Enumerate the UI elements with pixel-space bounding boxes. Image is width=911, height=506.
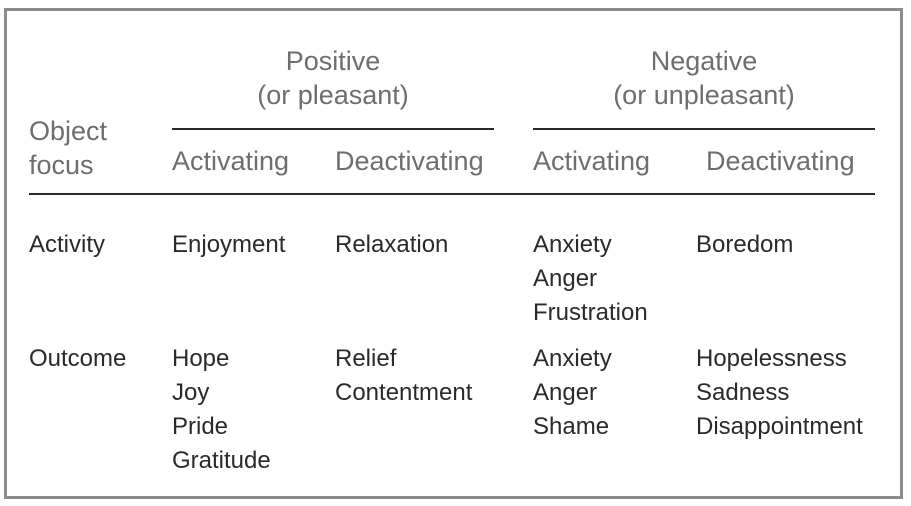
column-header-negative-deactivating: Deactivating — [706, 146, 855, 176]
emotion-item: Contentment — [335, 379, 473, 406]
emotion-item: Anxiety — [533, 231, 612, 258]
group-rule-positive — [172, 128, 494, 130]
object-focus-header-line2: focus — [29, 150, 94, 180]
object-focus-header: Object focus — [29, 114, 107, 182]
emotion-item: Joy — [172, 379, 210, 406]
group-header-negative: Negative (or unpleasant) — [533, 44, 875, 112]
cell-outcome-positive-activating: Hope Joy Pride Gratitude — [172, 342, 271, 478]
cell-activity-negative-deactivating: Boredom — [696, 228, 793, 262]
emotion-item: Boredom — [696, 231, 794, 258]
emotion-item: Gratitude — [172, 447, 271, 474]
group-header-negative-line1: Negative — [650, 46, 758, 76]
emotion-item: Anger — [533, 379, 598, 406]
emotion-item: Frustration — [533, 299, 648, 326]
group-rule-negative — [533, 128, 875, 130]
table-frame — [4, 8, 903, 499]
emotion-item: Enjoyment — [172, 231, 286, 258]
cell-outcome-negative-activating: Anxiety Anger Shame — [533, 342, 612, 444]
cell-outcome-negative-deactivating: Hopelessness Sadness Disappointment — [696, 342, 863, 444]
emotion-item: Anxiety — [533, 345, 612, 372]
emotion-item: Disappointment — [696, 413, 863, 440]
emotion-item: Pride — [172, 413, 229, 440]
emotion-item: Relief — [335, 345, 397, 372]
header-rule — [29, 193, 875, 195]
column-header-positive-deactivating: Deactivating — [335, 146, 484, 176]
cell-activity-negative-activating: Anxiety Anger Frustration — [533, 228, 648, 330]
emotion-item: Sadness — [696, 379, 790, 406]
group-header-positive-line2: (or pleasant) — [257, 80, 409, 110]
cell-outcome-positive-deactivating: Relief Contentment — [335, 342, 472, 410]
cell-activity-positive-activating: Enjoyment — [172, 228, 285, 262]
cell-activity-positive-deactivating: Relaxation — [335, 228, 448, 262]
emotion-item: Hopelessness — [696, 345, 847, 372]
emotion-item: Anger — [533, 265, 598, 292]
emotion-item: Hope — [172, 345, 230, 372]
object-focus-header-line1: Object — [29, 116, 108, 146]
row-focus-outcome: Outcome — [29, 345, 127, 372]
column-header-negative-activating: Activating — [533, 146, 651, 176]
row-focus-activity: Activity — [29, 231, 106, 258]
column-header-positive-activating: Activating — [172, 146, 290, 176]
group-header-positive-line1: Positive — [285, 46, 381, 76]
emotion-item: Shame — [533, 413, 610, 440]
emotion-item: Relaxation — [335, 231, 449, 258]
group-header-positive: Positive (or pleasant) — [172, 44, 494, 112]
group-header-negative-line2: (or unpleasant) — [613, 80, 795, 110]
